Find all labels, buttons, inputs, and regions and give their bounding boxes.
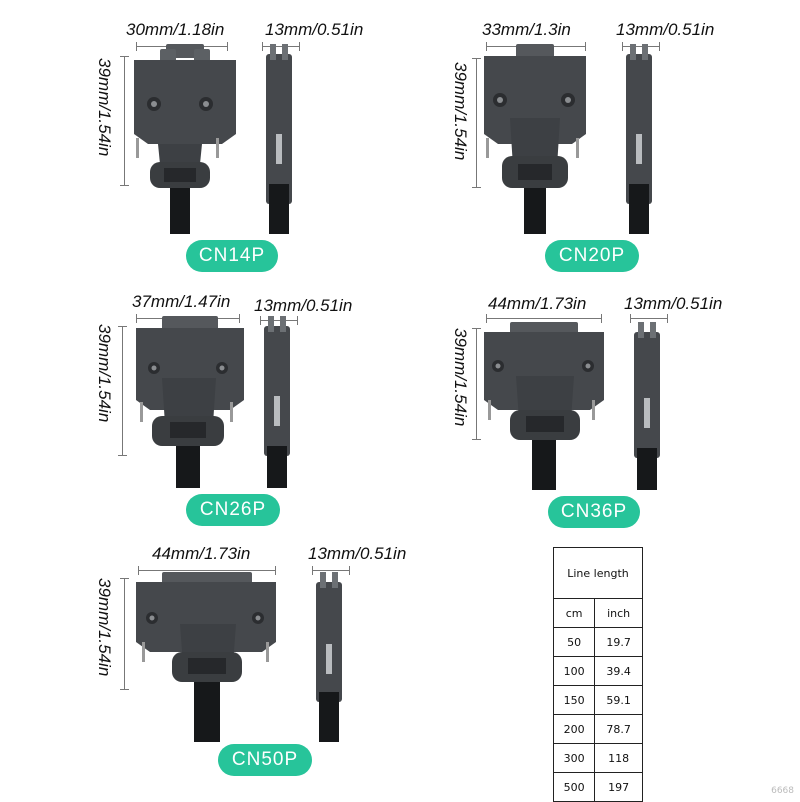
depth-dimension-line (630, 314, 668, 323)
table-row: 500 197 (552, 772, 643, 802)
width-dimension-line (486, 314, 602, 323)
table-row: 50 19.7 (552, 627, 643, 657)
depth-dimension-line (312, 566, 350, 575)
height-label: 39mm/1.54in (95, 324, 114, 423)
cell-inch: 59.1 (594, 685, 643, 715)
cell-cm: 200 (552, 714, 596, 744)
connector-side-view (266, 44, 292, 234)
depth-label: 13mm/0.51in (254, 296, 353, 315)
connector-front-view (136, 572, 276, 742)
depth-dimension-line (262, 42, 300, 51)
watermark: 6668 (771, 786, 794, 796)
depth-dimension-line (260, 316, 298, 325)
model-badge: CN36P (548, 496, 640, 528)
width-dimension-line (138, 566, 276, 575)
cell-inch: 197 (594, 772, 643, 802)
width-label: 44mm/1.73in (152, 544, 251, 563)
model-badge: CN20P (545, 240, 639, 272)
connector-side-view (634, 322, 660, 490)
cell-inch: 39.4 (594, 656, 643, 686)
depth-label: 13mm/0.51in (616, 20, 715, 39)
column-header-cm: cm (552, 598, 596, 628)
table-title-row: Line length (553, 547, 643, 599)
height-label: 39mm/1.54in (95, 58, 114, 157)
height-dimension-line (120, 56, 129, 186)
cell-cm: 50 (552, 627, 596, 657)
width-label: 33mm/1.3in (482, 20, 571, 39)
table-row: 100 39.4 (552, 656, 643, 686)
height-dimension-line (472, 328, 481, 440)
connector-side-view (626, 44, 652, 234)
cell-cm: 150 (552, 685, 596, 715)
connector-front-view (484, 322, 604, 490)
depth-dimension-line (622, 42, 660, 51)
connector-front-view (136, 316, 244, 488)
connector-side-view (316, 572, 342, 742)
cell-inch: 78.7 (594, 714, 643, 744)
connector-front-view (134, 44, 236, 234)
table-row: 200 78.7 (552, 714, 643, 744)
table-title: Line length (553, 547, 643, 599)
height-label: 39mm/1.54in (95, 578, 114, 677)
height-label: 39mm/1.54in (451, 62, 470, 161)
cell-cm: 100 (552, 656, 596, 686)
model-badge: CN26P (186, 494, 280, 526)
table-header-row: cm inch (552, 598, 643, 628)
connector-front-view (484, 44, 586, 234)
height-dimension-line (118, 326, 127, 456)
column-header-inch: inch (594, 598, 643, 628)
cell-inch: 118 (594, 743, 643, 773)
model-badge: CN50P (218, 744, 312, 776)
cell-cm: 300 (552, 743, 596, 773)
cell-inch: 19.7 (594, 627, 643, 657)
connector-side-view (264, 316, 290, 488)
width-label: 37mm/1.47in (132, 292, 231, 311)
depth-label: 13mm/0.51in (265, 20, 364, 39)
width-label: 30mm/1.18in (126, 20, 225, 39)
depth-label: 13mm/0.51in (308, 544, 407, 563)
cell-cm: 500 (552, 772, 596, 802)
depth-label: 13mm/0.51in (624, 294, 723, 313)
height-dimension-line (472, 58, 481, 188)
height-dimension-line (120, 578, 129, 690)
table-row: 300 118 (552, 743, 643, 773)
height-label: 39mm/1.54in (451, 328, 470, 427)
table-row: 150 59.1 (552, 685, 643, 715)
model-badge: CN14P (186, 240, 278, 272)
width-label: 44mm/1.73in (488, 294, 587, 313)
line-length-table: Line length cm inch 50 19.7 100 39.4 150… (552, 547, 643, 802)
